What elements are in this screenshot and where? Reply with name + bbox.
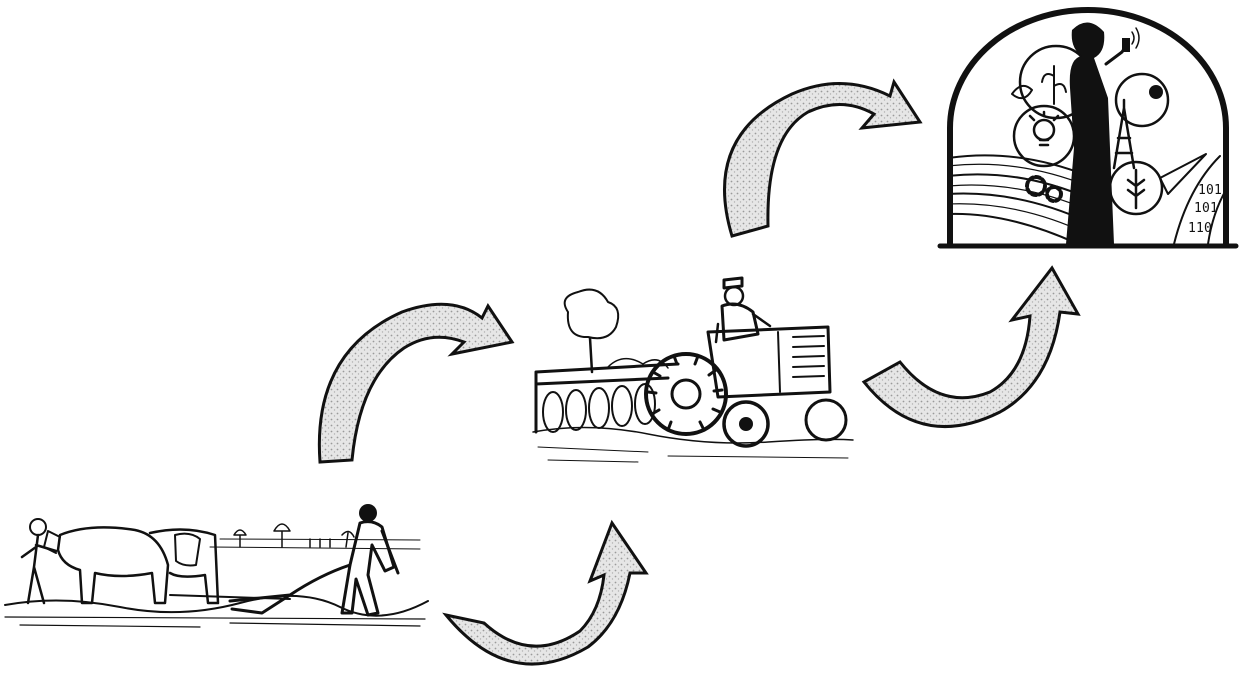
curved-arrow-icon	[712, 66, 932, 238]
curved-arrow-icon	[440, 515, 670, 685]
binary-digit: 1	[1214, 183, 1222, 198]
binary-digit: 1	[1194, 201, 1202, 216]
binary-digit: 1	[1196, 221, 1204, 236]
binary-digit: 0	[1204, 221, 1212, 236]
tractor-farming-icon	[528, 272, 858, 467]
digital-smart-farming-icon: 1 0 1 1 0 1 1 1 0	[937, 7, 1239, 253]
binary-digit: 1	[1198, 183, 1206, 198]
curved-arrow-icon	[860, 262, 1090, 442]
curved-arrow-icon	[312, 292, 524, 467]
ox-plough-farming-icon	[0, 495, 430, 635]
binary-digit: 1	[1210, 201, 1218, 216]
binary-digit: 1	[1188, 221, 1196, 236]
binary-digit: 0	[1206, 183, 1214, 198]
binary-digit: 0	[1202, 201, 1210, 216]
